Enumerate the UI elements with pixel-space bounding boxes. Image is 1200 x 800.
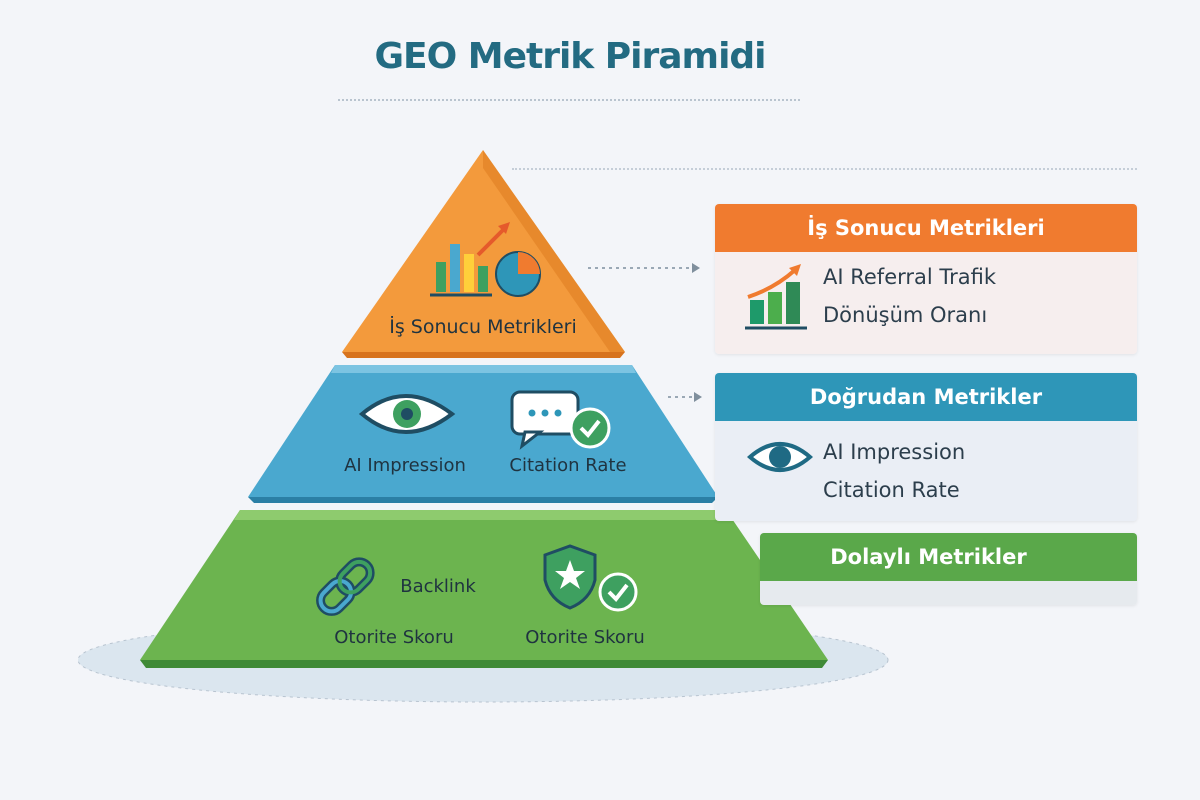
- eye-icon: [358, 394, 456, 434]
- card-item: Dönüşüm Oranı: [823, 303, 988, 327]
- link-icon: [316, 557, 375, 616]
- card-is-sonucu: İş Sonucu Metrikleri AI Referral Trafik …: [715, 204, 1137, 354]
- top-guide-line: [512, 168, 1137, 170]
- chat-check-icon: [510, 390, 611, 450]
- card-title: Doğrudan Metrikler: [715, 373, 1137, 421]
- card-item: AI Referral Trafik: [823, 265, 997, 289]
- card-title: Dolaylı Metrikler: [760, 533, 1137, 581]
- card-dogrudan: Doğrudan Metrikler AI Impression Citatio…: [715, 373, 1137, 521]
- connector-top: [588, 263, 700, 273]
- pyramid-bottom-tier: [140, 510, 828, 660]
- chart-growth-pie-icon: [430, 222, 541, 297]
- pyramid-middle-label-citation: Citation Rate: [509, 455, 627, 476]
- page-title: GEO Metrik Piramidi: [374, 36, 766, 77]
- pyramid-bottom-label-backlink: Backlink: [400, 576, 476, 597]
- card-title: İş Sonucu Metrikleri: [715, 204, 1137, 252]
- card-dolayli: Dolaylı Metrikler: [760, 533, 1137, 605]
- pyramid-bottom-label-otorite-1: Otorite Skoru: [334, 627, 454, 648]
- connector-middle: [668, 392, 702, 402]
- pyramid-middle-tier: [248, 365, 718, 497]
- shield-star-check-icon: [543, 544, 638, 612]
- pyramid-bottom-label-otorite-2: Otorite Skoru: [525, 627, 645, 648]
- pyramid-middle-label-impression: AI Impression: [344, 455, 466, 476]
- card-item: AI Impression: [823, 440, 966, 464]
- eye-icon: [747, 442, 813, 472]
- bar-chart-growth-icon: [745, 264, 807, 330]
- card-item: Citation Rate: [823, 478, 960, 502]
- title-divider: [338, 99, 800, 101]
- pyramid-top-label: İş Sonucu Metrikleri: [389, 316, 577, 338]
